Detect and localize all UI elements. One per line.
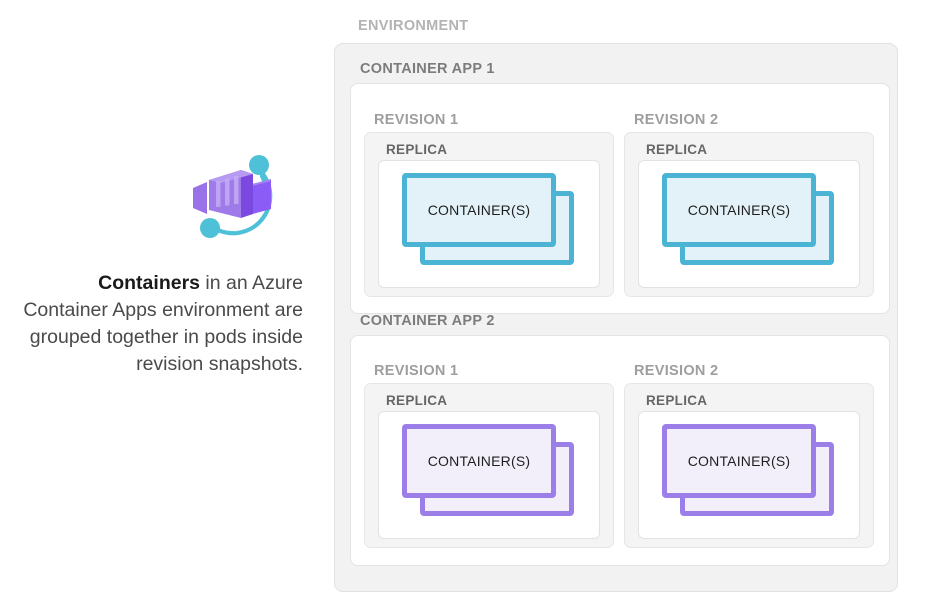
container-card-label: CONTAINER(S) (427, 453, 531, 469)
app-2-revision-1-label: REVISION 1 (374, 363, 459, 379)
azure-container-apps-icon (183, 146, 283, 246)
app-1-revision-1-replica-label: REPLICA (386, 142, 448, 157)
container-card-label: CONTAINER(S) (687, 453, 791, 469)
caption-text: Containers in an Azure Container Apps en… (10, 270, 303, 378)
container-card-front: CONTAINER(S) (402, 173, 556, 247)
app-2-revision-2-label: REVISION 2 (634, 363, 719, 379)
app-1-revision-2-label: REVISION 2 (634, 112, 719, 128)
app-1-revision-1-container-stack: CONTAINER(S) (402, 173, 574, 265)
environment-label: ENVIRONMENT (358, 18, 469, 34)
container-app-1-label: CONTAINER APP 1 (360, 61, 495, 77)
app-1-revision-2-container-stack: CONTAINER(S) (662, 173, 834, 265)
app-1-revision-2-replica-label: REPLICA (646, 142, 708, 157)
container-card-label: CONTAINER(S) (427, 202, 531, 218)
caption-rest: in an Azure Container Apps environment a… (23, 272, 303, 375)
container-card-front: CONTAINER(S) (402, 424, 556, 498)
app-2-revision-1-replica-label: REPLICA (386, 393, 448, 408)
app-1-revision-1-label: REVISION 1 (374, 112, 459, 128)
app-2-revision-2-replica-label: REPLICA (646, 393, 708, 408)
container-card-front: CONTAINER(S) (662, 424, 816, 498)
description-column: Containers in an Azure Container Apps en… (0, 0, 310, 593)
container-card-label: CONTAINER(S) (687, 202, 791, 218)
caption-emphasis: Containers (98, 272, 201, 294)
app-2-revision-1-container-stack: CONTAINER(S) (402, 424, 574, 516)
container-card-front: CONTAINER(S) (662, 173, 816, 247)
container-app-2-label: CONTAINER APP 2 (360, 313, 495, 329)
app-2-revision-2-container-stack: CONTAINER(S) (662, 424, 834, 516)
